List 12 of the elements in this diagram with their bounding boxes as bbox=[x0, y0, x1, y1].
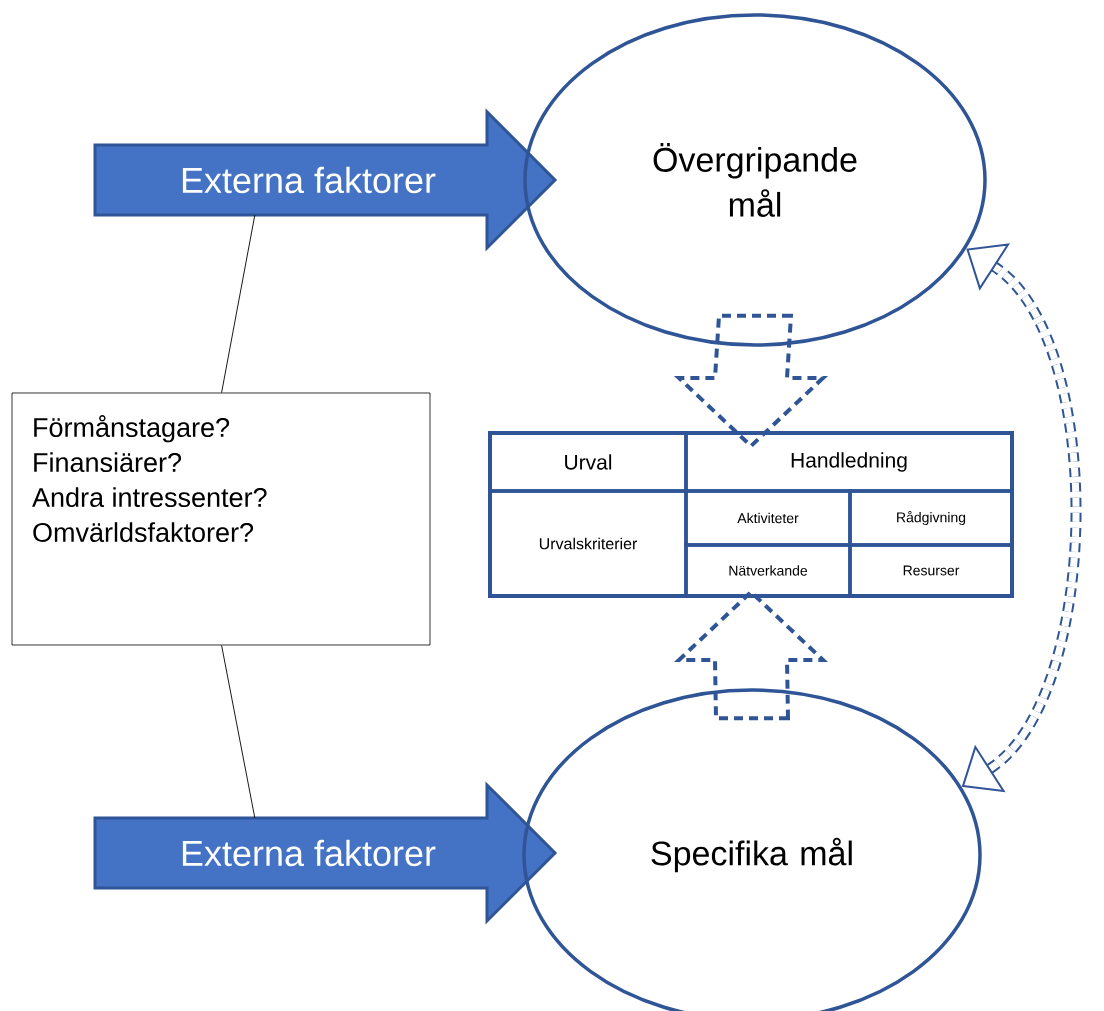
table-cell: Rådgivning bbox=[848, 489, 1014, 547]
table-cell: Urvalskriterier bbox=[488, 489, 688, 598]
block-arrow bbox=[674, 589, 829, 721]
table-cell: Handledning bbox=[684, 431, 1014, 493]
table-cell: Resurser bbox=[848, 543, 1014, 598]
table-cell: Urval bbox=[488, 431, 688, 493]
connector-line bbox=[221, 214, 256, 394]
connector-line bbox=[221, 644, 256, 819]
block-arrow bbox=[674, 313, 829, 449]
table-cell: Nätverkande bbox=[684, 543, 852, 598]
table-cell: Aktiviteter bbox=[684, 489, 852, 547]
text-box: Förmånstagare? Finansiärer? Andra intressenter? Omvärldsfaktorer? bbox=[11, 392, 431, 646]
